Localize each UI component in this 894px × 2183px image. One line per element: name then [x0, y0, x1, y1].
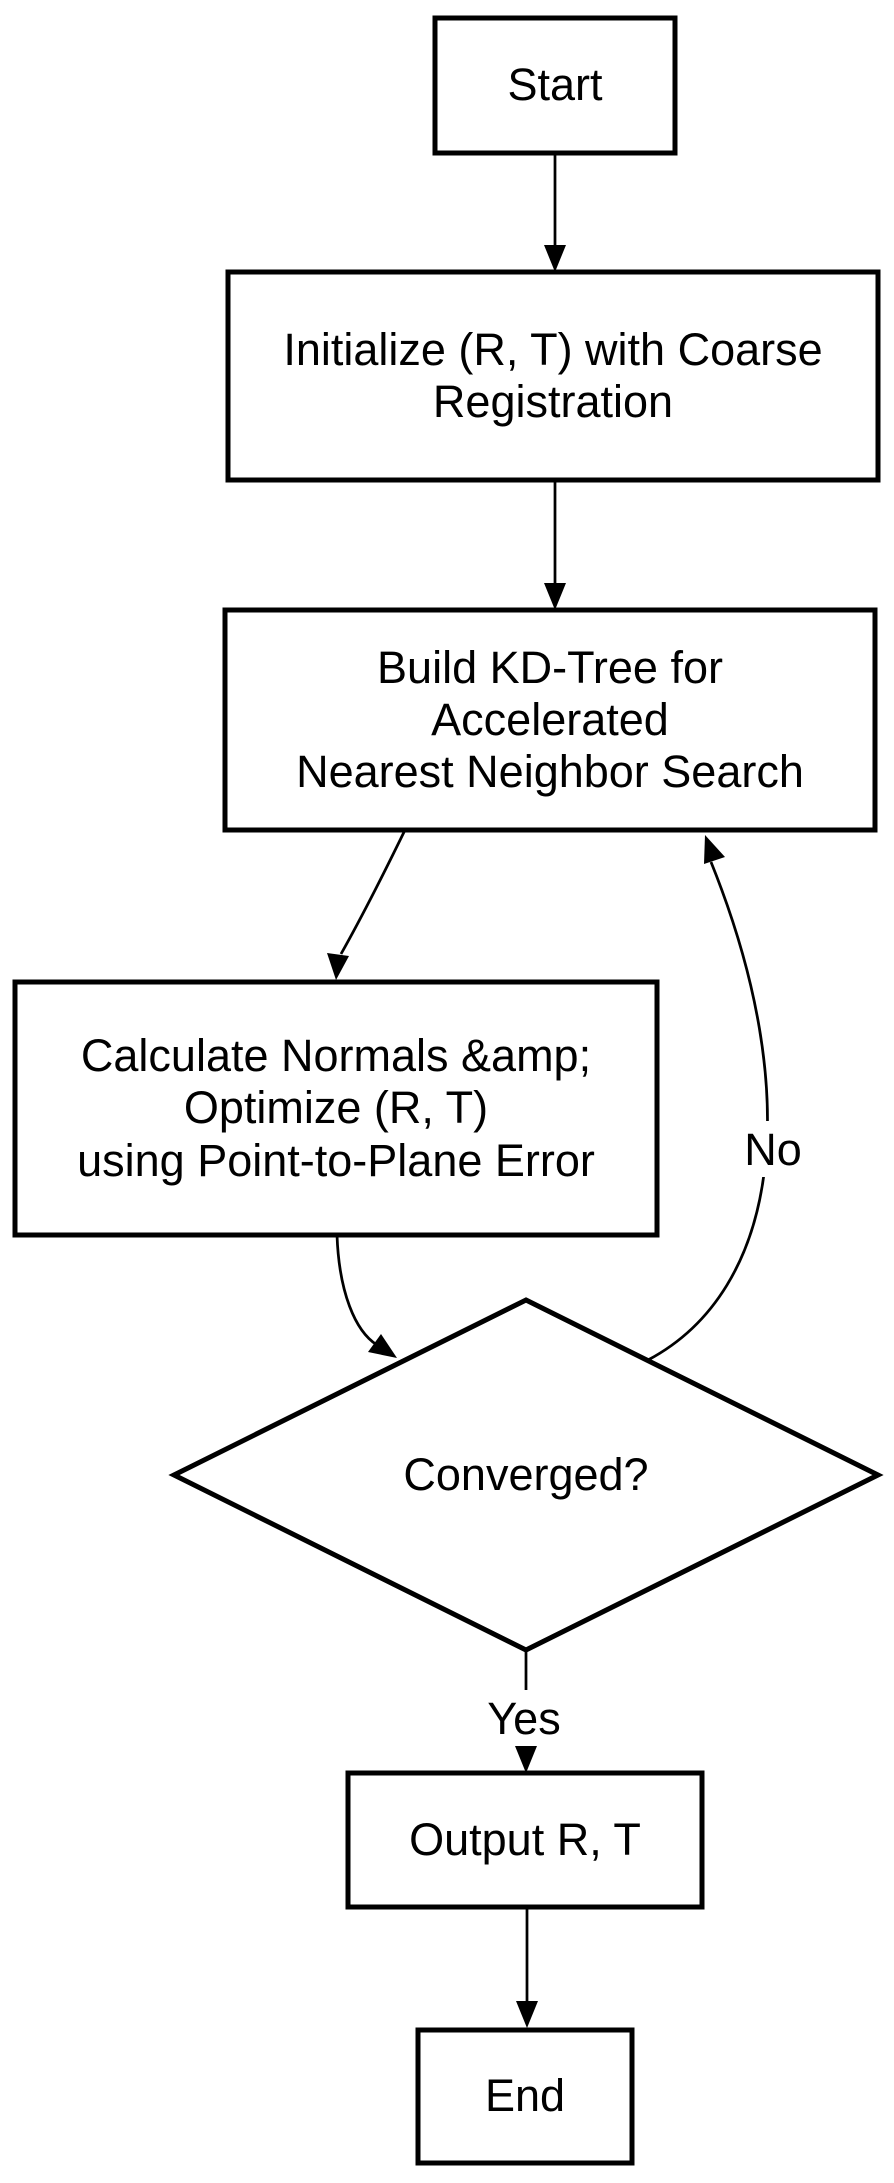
arrowhead-icon: [516, 2001, 538, 2028]
edge-calculate-to-converged: [335, 1234, 378, 1347]
node-initialize-box: [225, 269, 881, 483]
node-start-box: [432, 15, 678, 156]
arrowhead-icon: [368, 1334, 397, 1358]
arrowhead-icon: [704, 835, 725, 864]
node-build-kdtree-box: [222, 607, 878, 833]
edge-converged-no-loop: [647, 861, 769, 1362]
arrowhead-icon: [544, 583, 566, 610]
arrowhead-icon: [515, 1746, 537, 1773]
arrowhead-icon: [327, 953, 349, 980]
node-output-box: [345, 1770, 705, 1910]
arrowhead-icon: [544, 245, 566, 272]
node-end-box: [415, 2027, 635, 2166]
node-converged-diamond: [168, 1297, 884, 1653]
node-calculate-optimize-box: [12, 979, 660, 1238]
edge-kdtree-to-calculate: [339, 829, 407, 955]
